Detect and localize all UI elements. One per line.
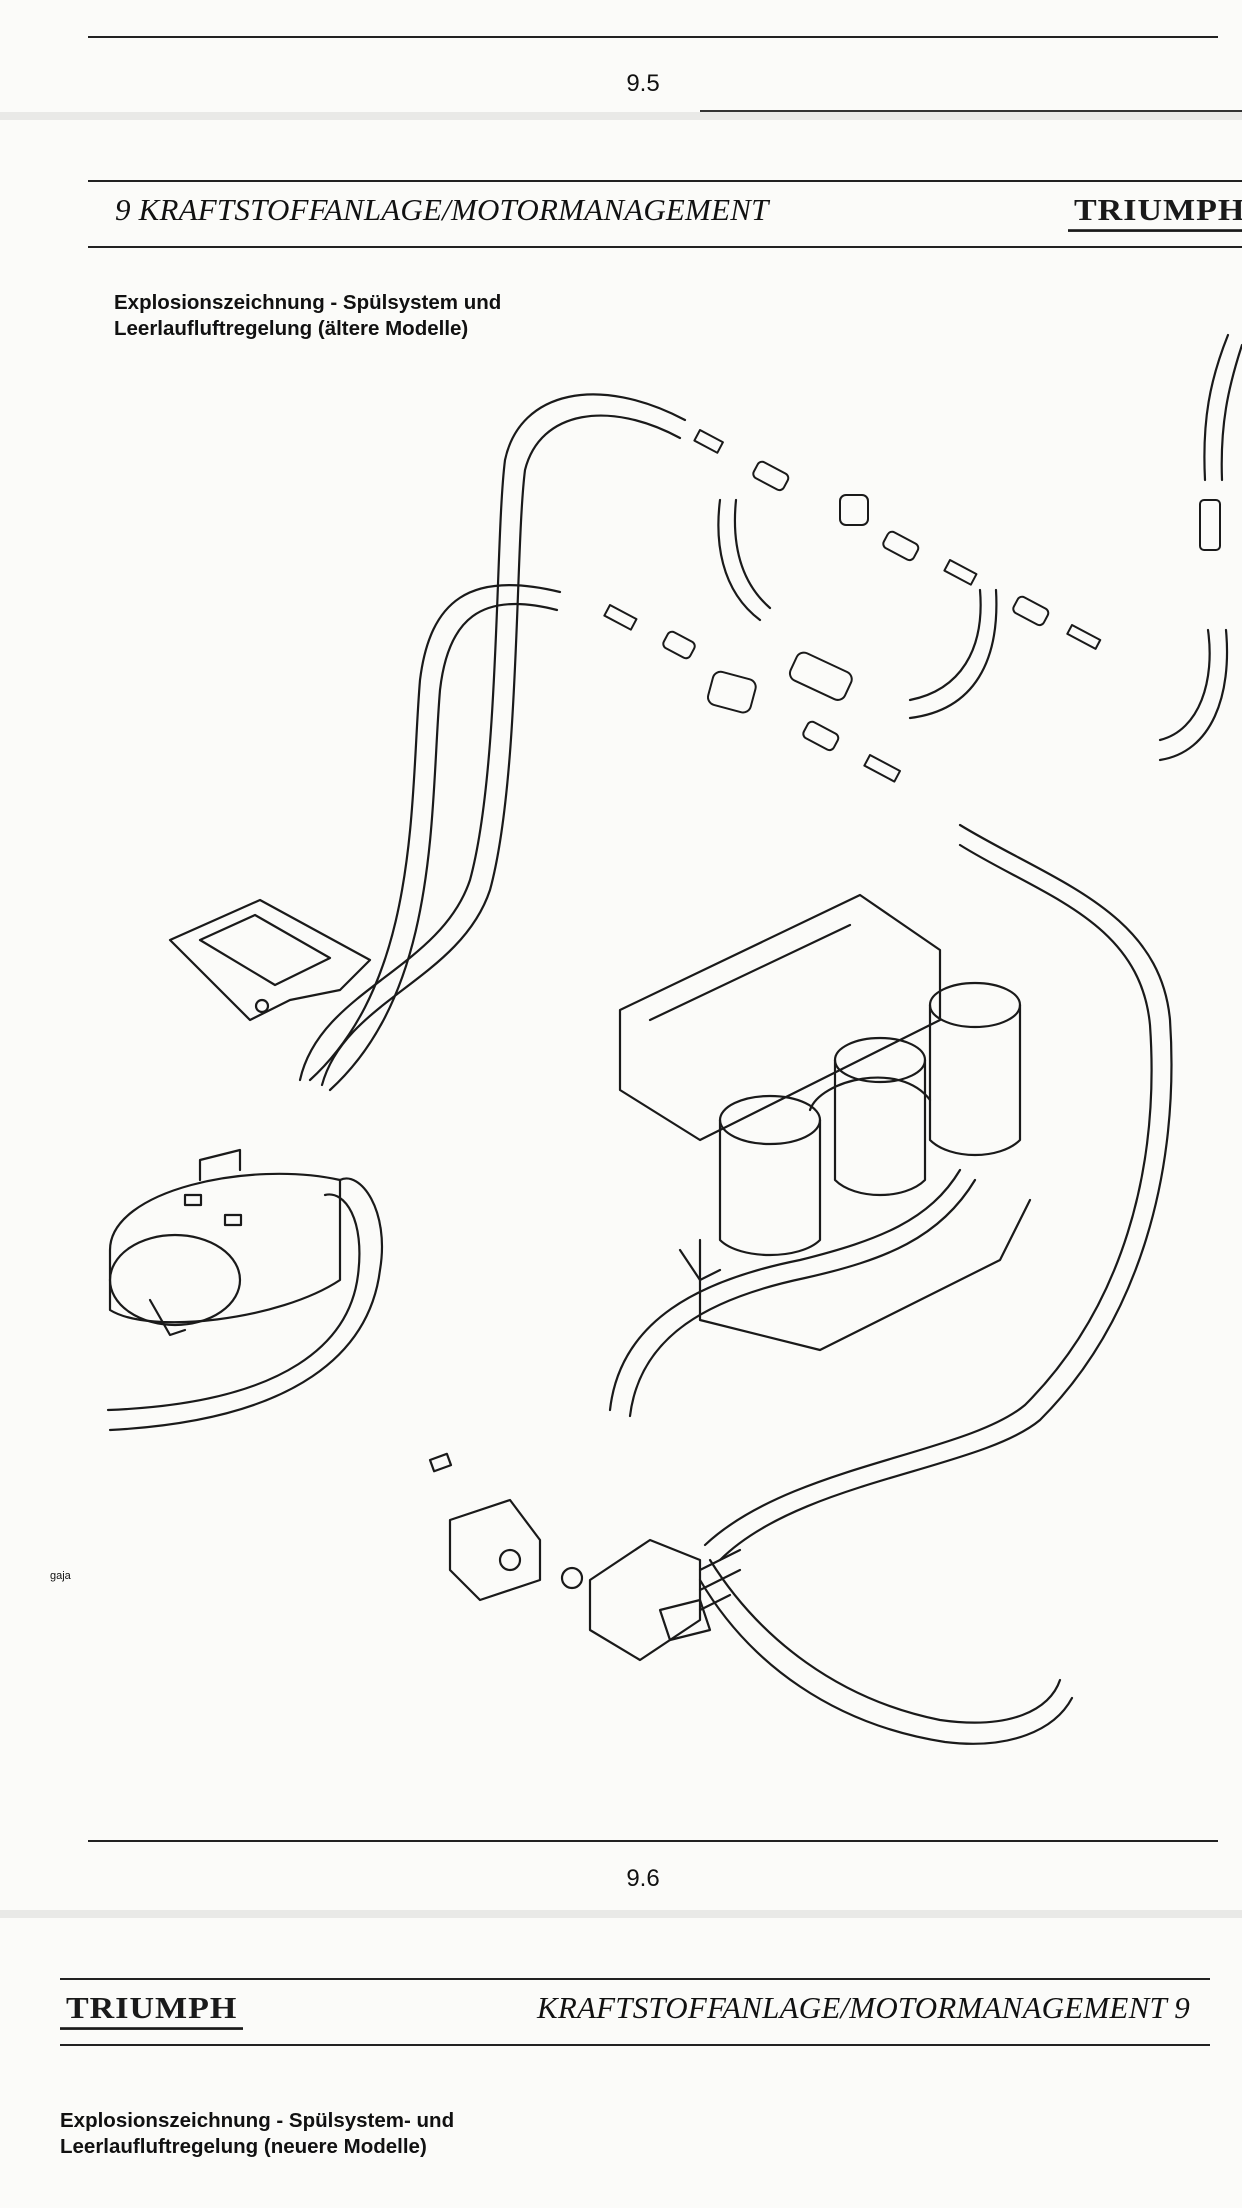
idle-air-control-valve bbox=[428, 1452, 742, 1662]
diagram-heading: Explosionszeichnung - Spülsystem und Lee… bbox=[114, 290, 501, 342]
main-page: 9 KRAFTSTOFFANLAGE/MOTORMANAGEMENT TRIUM… bbox=[0, 120, 1242, 1910]
exploded-view-diagram bbox=[106, 333, 1242, 1745]
connector-pieces bbox=[603, 429, 1221, 783]
hose-canister-down bbox=[106, 1177, 383, 1432]
next-chapter-title: KRAFTSTOFFANLAGE/MOTORMANAGEMENT 9 bbox=[537, 1990, 1190, 2025]
top-page: 9.5 bbox=[0, 0, 1242, 112]
heading-line-1: Explosionszeichnung - Spülsystem und bbox=[114, 291, 502, 314]
hose-left-second bbox=[308, 583, 562, 1092]
next-heading-line-2: Leerlaufluftregelung (neuere Modelle) bbox=[60, 2135, 427, 2158]
main-bottom-rule bbox=[88, 1840, 1218, 1842]
charcoal-canister bbox=[108, 1148, 342, 1337]
next-top-rule bbox=[60, 1978, 1210, 1980]
main-page-number: 9.6 bbox=[626, 1865, 660, 1892]
throttle-body-assembly bbox=[618, 893, 1032, 1352]
chapter-title: 9 KRAFTSTOFFANLAGE/MOTORMANAGEMENT bbox=[115, 192, 769, 227]
top-rule bbox=[88, 36, 1218, 38]
hose-right-long bbox=[703, 823, 1173, 1562]
chapter-top-rule bbox=[88, 180, 1242, 182]
mounting-bracket bbox=[168, 898, 372, 1022]
next-chapter-rule bbox=[60, 2044, 1210, 2046]
hose-left-vertical bbox=[298, 393, 687, 1087]
top-page-number: 9.5 bbox=[626, 70, 660, 97]
figure-label: gaja bbox=[50, 1570, 71, 1582]
next-diagram-heading: Explosionszeichnung - Spülsystem- und Le… bbox=[60, 2108, 454, 2160]
triumph-logo: TRIUMPH bbox=[1068, 194, 1242, 232]
hose-top-right bbox=[1158, 333, 1242, 762]
hose-bottom-sweep bbox=[698, 1558, 1074, 1745]
chapter-bottom-rule bbox=[88, 246, 1242, 248]
hose-middle-branch bbox=[717, 498, 998, 720]
triumph-logo-next: TRIUMPH bbox=[60, 1992, 244, 2030]
hose-lower-from-throttle bbox=[608, 1168, 977, 1418]
next-page: TRIUMPH KRAFTSTOFFANLAGE/MOTORMANAGEMENT… bbox=[0, 1918, 1242, 2208]
heading-line-2: Leerlaufluftregelung (ältere Modelle) bbox=[114, 317, 469, 340]
next-heading-line-1: Explosionszeichnung - Spülsystem- und bbox=[60, 2109, 455, 2132]
top-bottom-rule bbox=[700, 110, 1242, 112]
